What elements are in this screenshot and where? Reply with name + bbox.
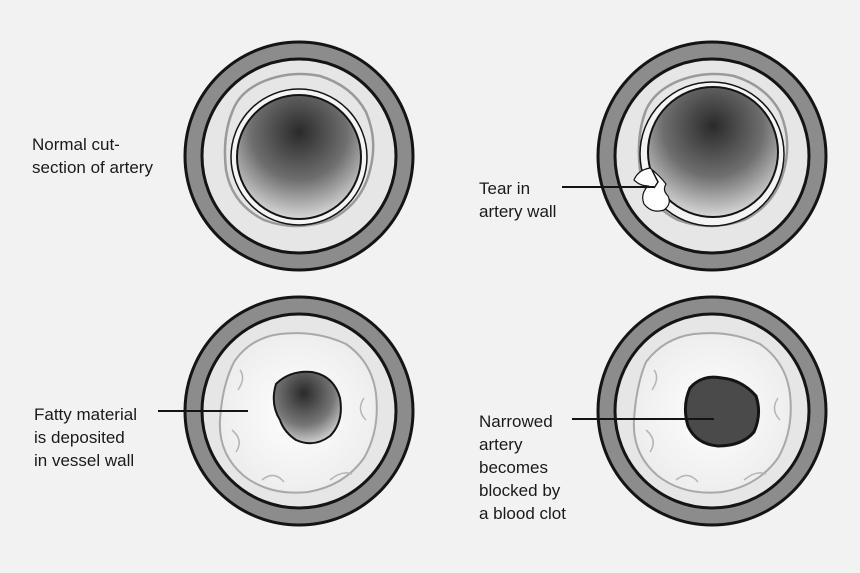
label-blood-clot: Narrowed artery becomes blocked by a blo… — [479, 412, 566, 523]
label-fatty-material: Fatty material is deposited in vessel wa… — [34, 405, 137, 470]
artery-fatty — [158, 295, 415, 527]
artery-torn — [562, 40, 828, 272]
label-normal-artery: Normal cut- section of artery — [32, 135, 153, 177]
artery-normal — [183, 40, 415, 272]
tear-flap — [633, 167, 670, 212]
blood-clot — [683, 375, 761, 448]
artery-clot — [572, 295, 828, 527]
label-tear-in-wall: Tear in artery wall — [479, 179, 557, 221]
